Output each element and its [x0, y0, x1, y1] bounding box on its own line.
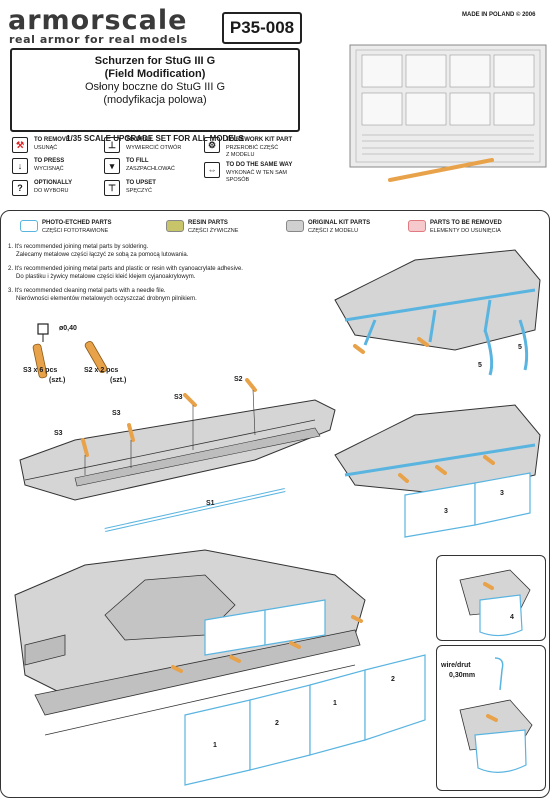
remove-key-pl: ELEMENTY DO USUNIĘCIA — [430, 228, 501, 234]
legend-remove-pl: USUNĄĆ — [34, 145, 58, 151]
same-way-icon: ⇔ — [204, 162, 220, 178]
title-line-2: (Field Modification) — [104, 68, 206, 80]
part-5-label-2: 5 — [518, 344, 522, 351]
detail-2-figure — [459, 657, 533, 773]
note-2-pl: Do plastiku i żywicy metalowe części kle… — [16, 273, 196, 280]
remove-swatch — [408, 220, 426, 232]
legend-same-way: ⇔ TO DO THE SAME WAY WYKONAĆ W TEN SAM S… — [204, 162, 304, 184]
title-line-1: Schurzen for StuG III G — [94, 55, 216, 67]
legend-rework-en: TO REWORK KIT PART — [226, 137, 293, 143]
s1-label: S1 — [206, 500, 215, 507]
legend-optional: ? OPTIONALLY DO WYBORU — [12, 180, 112, 202]
note-2-num: 2. — [8, 266, 14, 272]
detail-1-figure — [459, 569, 531, 637]
legend-press: ↓ TO PRESS WYCISNĄĆ — [12, 158, 112, 180]
legend-same-way-en: TO DO THE SAME WAY — [226, 162, 293, 168]
part-5-label-1: 5 — [478, 362, 482, 369]
legend-press-en: TO PRESS — [34, 158, 65, 164]
note-1: 1. It's recommended joining metal parts … — [8, 244, 348, 259]
note-2: 2. It's recommended joining metal parts … — [8, 266, 348, 281]
part-3-label-1: 3 — [444, 508, 448, 515]
s2-label-1: S2 — [234, 376, 243, 383]
title-box: Schurzen for StuG III G (Field Modificat… — [10, 48, 300, 132]
legend-drill: ⊥ TO DRILL WYWIERCIĆ OTWÓR — [104, 137, 204, 159]
kit-key-pl: CZĘŚCI Z MODELU — [308, 228, 359, 234]
step4-tank-figure — [14, 549, 426, 786]
rod-diameter-label: ø0,40 — [59, 325, 77, 332]
note-3-en: It's recommended cleaning metal parts wi… — [14, 288, 166, 294]
legend-fill: ▾ TO FILL ZASZPACHLOWAĆ — [104, 158, 204, 180]
note-3-num: 3. — [8, 288, 14, 294]
wire-label: wire/drut — [441, 662, 471, 669]
brand-slogan: real armor for real models — [9, 33, 188, 46]
press-icon: ↓ — [12, 158, 28, 174]
note-2-en: It's recommended joining metal parts and… — [14, 266, 243, 272]
part-3-label-2: 3 — [500, 490, 504, 497]
pe-swatch — [20, 220, 38, 232]
detail-box-1 — [436, 555, 546, 641]
kit-key-en: ORIGINAL KIT PARTS — [308, 220, 371, 226]
s3-count-label: S3 x 6 pcs — [23, 367, 58, 374]
legend-drill-pl: WYWIERCIĆ OTWÓR — [126, 145, 182, 151]
s2-count-label: S2 x 2 pcs — [84, 367, 119, 374]
step1-hull-figure — [19, 378, 336, 532]
part-2-label-b: 2 — [391, 676, 395, 683]
fill-icon: ▾ — [104, 158, 120, 174]
upset-icon: ⊤ — [104, 180, 120, 196]
s2-unit-label: (szt.) — [110, 377, 127, 384]
resin-key-pl: CZĘŚCI ŻYWICZNE — [188, 228, 239, 234]
title-line-4: (modyfikacja polowa) — [103, 94, 207, 106]
legend-fill-pl: ZASZPACHLOWAĆ — [126, 166, 175, 172]
detail-box-2 — [436, 645, 546, 791]
part-2-label-a: 2 — [275, 720, 279, 727]
scale-note: 1/35 SCALE UPGRADE SET FOR ALL MODELS — [66, 134, 244, 143]
legend-optional-en: OPTIONALLY — [34, 180, 73, 186]
pe-key-en: PHOTO-ETCHED PARTS — [42, 220, 112, 226]
note-1-pl: Zalecamy metalowe części łączyć ze sobą … — [16, 251, 189, 258]
part-4-label: 4 — [510, 614, 514, 621]
s3-label-3: S3 — [54, 430, 63, 437]
remove-key-en: PARTS TO BE REMOVED — [430, 220, 502, 226]
kit-swatch — [286, 220, 304, 232]
legend-drill-en: TO DRILL — [126, 137, 154, 143]
legend-upset: ⊤ TO UPSET SPĘCZYĆ — [104, 180, 204, 202]
step2-bracket-figure — [334, 249, 541, 376]
legend-optional-pl: DO WYBORU — [34, 188, 69, 194]
resin-swatch — [166, 220, 184, 232]
note-1-num: 1. — [8, 244, 14, 250]
made-in-label: MADE IN POLAND © 2006 — [462, 12, 536, 18]
note-3-pl: Nierówności elementów metalowych oczyszc… — [16, 295, 197, 302]
s3-label-1: S3 — [174, 394, 183, 401]
note-3: 3. It's recommended cleaning metal parts… — [8, 288, 348, 303]
brand-logo: armorscale — [8, 5, 188, 36]
legend-same-way-pl: WYKONAĆ W TEN SAM SPOSÓB — [226, 170, 288, 183]
knife-icon: ⚒ — [12, 137, 28, 153]
product-code: P35-008 — [222, 12, 302, 44]
part-1-label-a: 1 — [213, 742, 217, 749]
step3-plates-figure — [334, 404, 541, 538]
note-1-en: It's recommended joining metal parts by … — [14, 244, 149, 250]
legend-rework: ⚙ TO REWORK KIT PART PRZEROBIĆ CZĘŚĆ Z M… — [204, 137, 304, 159]
s3-label-2: S3 — [112, 410, 121, 417]
wire-size-label: 0,30mm — [449, 672, 476, 679]
part-1-label-b: 1 — [333, 700, 337, 707]
legend-rework-pl: PRZEROBIĆ CZĘŚĆ Z MODELU — [226, 145, 279, 158]
instruction-panel — [0, 210, 550, 798]
legend-remove-en: TO REMOVE — [34, 137, 70, 143]
question-icon: ? — [12, 180, 28, 196]
title-line-3: Osłony boczne do StuG III G — [84, 81, 225, 93]
legend-fill-en: TO FILL — [126, 158, 149, 164]
legend-remove: ⚒ TO REMOVE USUNĄĆ — [12, 137, 112, 159]
resin-key-en: RESIN PARTS — [188, 220, 228, 226]
legend-upset-en: TO UPSET — [126, 180, 156, 186]
rod-parts-figure — [32, 323, 108, 379]
photo-etched-fret — [349, 44, 547, 182]
pe-key-pl: CZĘŚCI FOTOTRAWIONE — [42, 228, 109, 234]
legend-press-pl: WYCISNĄĆ — [34, 166, 64, 172]
s3-unit-label: (szt.) — [49, 377, 66, 384]
rework-icon: ⚙ — [204, 137, 220, 153]
drill-icon: ⊥ — [104, 137, 120, 153]
legend-upset-pl: SPĘCZYĆ — [126, 188, 152, 194]
